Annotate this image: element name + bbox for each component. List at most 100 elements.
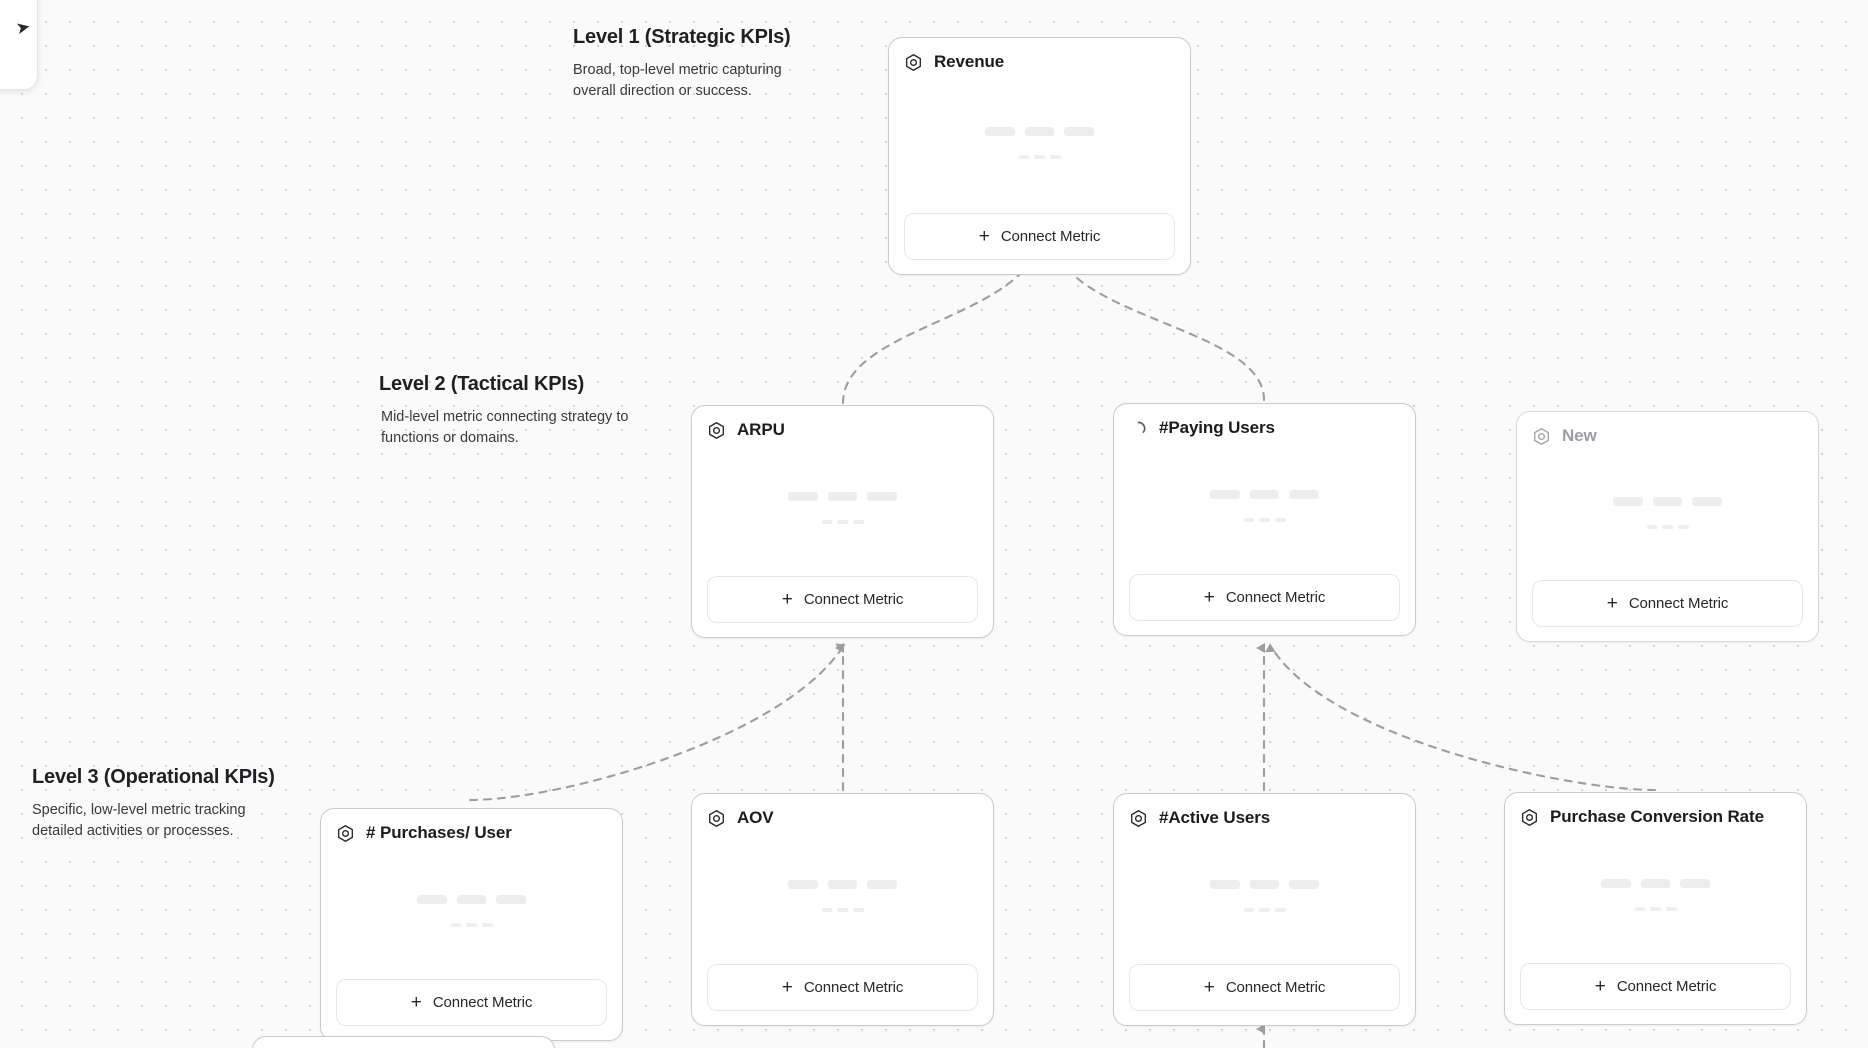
plus-icon: + [410,992,422,1013]
card-header: #Paying Users [1129,418,1400,438]
level-label-1: Level 1 (Strategic KPIs) Broad, top-leve… [573,26,823,102]
skeleton-bar [1289,490,1319,499]
skeleton-bar [417,895,447,904]
skeleton-bar [1680,879,1710,888]
card-placeholder-body [707,440,978,576]
skeleton-bar [788,880,818,889]
metric-card-paying-users[interactable]: #Paying Users + Connect Metric [1113,403,1416,636]
skeleton-row-secondary [1634,907,1677,911]
skeleton-bar [1661,525,1673,529]
skeleton-bar [1274,908,1286,912]
metric-card-purchase-conversion-rate[interactable]: Purchase Conversion Rate + Connect Metri… [1504,792,1807,1025]
skeleton-bar [1258,908,1270,912]
skeleton-bar [1692,497,1722,506]
skeleton-bar [457,895,486,904]
skeleton-row-primary [1210,880,1319,889]
cursor-icon: ➤ [13,16,32,39]
card-placeholder-body [1532,446,1803,580]
card-header: ARPU [707,420,978,440]
card-header: Purchase Conversion Rate [1520,807,1791,827]
skeleton-bar [1289,880,1319,889]
skeleton-bar [1018,154,1029,159]
metric-card-aov[interactable]: AOV + Connect Metric [691,793,994,1026]
skeleton-bar [1250,880,1279,889]
plus-icon: + [978,226,990,247]
level-label-2: Level 2 (Tactical KPIs) Mid-level metric… [379,373,629,449]
connect-metric-button[interactable]: + Connect Metric [904,213,1175,260]
skeleton-row-secondary [1243,908,1286,912]
card-header: #Active Users [1129,808,1400,828]
skeleton-row-primary [1210,490,1319,499]
skeleton-bar [788,492,818,501]
connect-metric-button[interactable]: + Connect Metric [1129,574,1400,621]
metric-card-active-users[interactable]: #Active Users + Connect Metric [1113,793,1416,1026]
card-title: New [1562,426,1597,445]
card-placeholder-body [1129,438,1400,574]
connect-metric-button[interactable]: + Connect Metric [1129,964,1400,1011]
skeleton-bar [836,520,848,524]
card-title: Purchase Conversion Rate [1550,807,1764,826]
connect-metric-button[interactable]: + Connect Metric [707,576,978,623]
metric-card-arpu[interactable]: ARPU + Connect Metric [691,405,994,638]
card-header: New [1532,426,1803,446]
skeleton-bar [1210,490,1240,499]
level-label-3: Level 3 (Operational KPIs) Specific, low… [32,766,282,842]
skeleton-row-primary [788,492,897,501]
connect-metric-button[interactable]: + Connect Metric [336,979,607,1026]
card-header: # Purchases/ User [336,823,607,843]
connect-metric-button[interactable]: + Connect Metric [1532,580,1803,627]
skeleton-bar [1033,154,1045,159]
metric-card-purchases-per-user[interactable]: # Purchases/ User + Connect Metric [320,808,623,1041]
skeleton-bar [867,880,897,889]
skeleton-bar [985,126,1015,136]
connect-metric-label: Connect Metric [1225,589,1326,606]
plus-icon: + [1606,593,1618,614]
skeleton-bar [828,492,857,501]
connect-metric-label: Connect Metric [803,591,904,608]
skeleton-bar [1258,518,1270,522]
metric-card-new[interactable]: New + Connect Metric [1516,411,1819,642]
level-2-description: Mid-level metric connecting strategy to … [381,409,629,447]
connect-metric-button[interactable]: + Connect Metric [1520,963,1791,1010]
floating-corner-panel[interactable]: ➤ [0,0,38,90]
connect-metric-label: Connect Metric [803,979,904,996]
skeleton-bar [821,908,832,912]
skeleton-bar [1665,907,1677,911]
connect-metric-button[interactable]: + Connect Metric [707,964,978,1011]
skeleton-bar [1049,154,1061,159]
connect-metric-label: Connect Metric [1225,979,1326,996]
skeleton-bar [1243,908,1254,912]
skeleton-bar [1677,525,1689,529]
connect-metric-label: Connect Metric [1616,978,1717,995]
skeleton-bar [1641,879,1670,888]
skeleton-bar [1210,880,1240,889]
plus-icon: + [781,589,793,610]
hexagon-icon [1534,427,1549,445]
skeleton-bar [1646,525,1657,529]
level-2-title: Level 2 (Tactical KPIs) [379,373,585,395]
card-title: #Active Users [1159,808,1271,827]
hexagon-icon [709,809,724,827]
skeleton-row-primary [417,895,526,904]
level-1-description: Broad, top-level metric capturing overal… [573,62,782,100]
card-placeholder-body [904,72,1175,213]
plus-icon: + [1594,976,1606,997]
card-header: Revenue [904,52,1175,72]
card-title: Revenue [934,52,1005,71]
level-1-title: Level 1 (Strategic KPIs) [573,26,791,48]
skeleton-bar [1653,497,1682,506]
plus-icon: + [781,977,793,998]
skeleton-row-primary [788,880,897,889]
skeleton-row-secondary [821,908,864,912]
skeleton-bar [852,908,864,912]
skeleton-bar [450,923,461,927]
skeleton-bar [481,923,493,927]
skeleton-bar [1601,879,1631,888]
metric-card-offscreen-bottom[interactable] [252,1036,555,1048]
spinner-icon [1137,421,1146,433]
hexagon-icon [338,824,353,842]
skeleton-row-secondary [1018,154,1061,159]
skeleton-bar [1274,518,1286,522]
metric-card-revenue[interactable]: Revenue + Connect Metric [888,37,1191,275]
